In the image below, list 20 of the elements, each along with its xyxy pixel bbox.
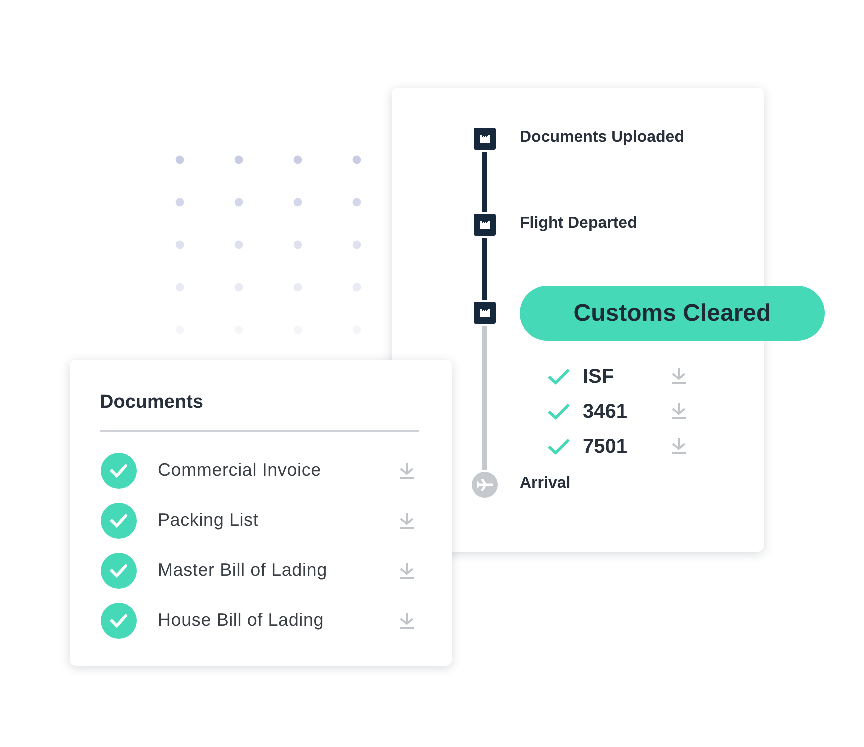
timeline-connector — [482, 152, 488, 212]
milestone-label: Flight Departed — [520, 215, 638, 233]
arrival-marker — [472, 472, 498, 498]
card-heading: Documents — [100, 392, 204, 414]
documents-card — [70, 360, 452, 666]
document-code: 3461 — [583, 401, 628, 424]
document-name: Master Bill of Lading — [158, 560, 328, 581]
milestone-label: Arrival — [520, 475, 571, 493]
milestone-marker — [474, 128, 496, 150]
milestone-marker — [474, 302, 496, 324]
document-name: House Bill of Lading — [158, 610, 324, 631]
document-name: Packing List — [158, 510, 259, 531]
timeline-connector — [482, 238, 488, 300]
milestone-label: Documents Uploaded — [520, 129, 684, 147]
document-code: 7501 — [583, 436, 628, 459]
document-code: ISF — [583, 366, 614, 389]
milestone-marker — [474, 214, 496, 236]
status-pill: Customs Cleared — [520, 286, 825, 341]
document-name: Commercial Invoice — [158, 460, 322, 481]
timeline-connector — [482, 326, 488, 470]
